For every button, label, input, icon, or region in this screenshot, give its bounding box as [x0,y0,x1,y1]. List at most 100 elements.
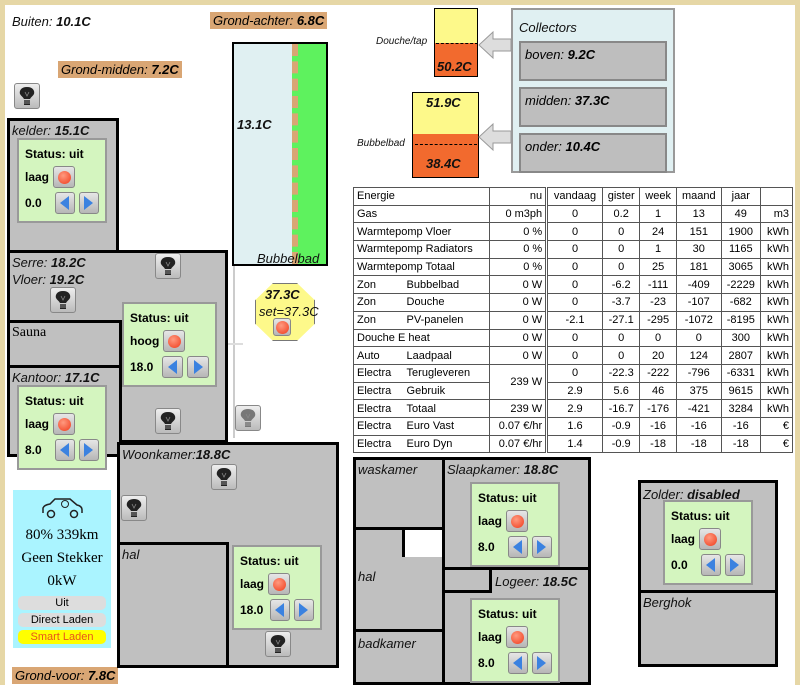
row-category: Zon [352,310,404,330]
row-now: 0 W [489,293,549,312]
thermostat-mode: laag [25,417,50,431]
row-value: 9615 [720,381,761,401]
thermostat-toggle-button[interactable] [268,573,291,595]
row-value: 2807 [720,346,761,365]
thermostat-serre: Status: uit hoog 18.0 [122,302,217,387]
berghok-label: Berghok [643,595,692,610]
increase-setpoint-button[interactable] [78,192,99,214]
row-value: -23 [639,293,677,312]
bubbelbad-temp: 37.3C [265,287,300,302]
row-value: 0 [546,222,603,242]
decrease-setpoint-button[interactable] [54,439,75,461]
row-value: -3.7 [601,293,641,312]
row-value: 13 [675,204,722,224]
lamp-button[interactable] [155,253,181,279]
thermostat-toggle-button[interactable] [506,510,529,532]
ev-off-button[interactable]: Uit [18,596,106,610]
increase-setpoint-button[interactable] [724,554,745,576]
zolder-temp: Zolder: disabled [643,487,740,502]
lamp-button[interactable] [14,83,40,109]
chevron-right-icon [299,603,309,617]
chevron-right-icon [730,558,740,572]
thermostat-mode: laag [240,577,265,591]
row-value: 0 [601,240,641,259]
row-now: 239 W [489,363,549,401]
thermostat-setpoint: 0.0 [671,558,688,572]
ev-direct-charge-button[interactable]: Direct Laden [18,613,106,627]
lamp-button[interactable] [265,631,291,657]
row-unit: kWh [759,275,794,295]
row-value: 25 [639,257,677,277]
increase-setpoint-button[interactable] [531,536,552,558]
row-value: -6331 [720,363,761,383]
bubbel-boiler-top-temp: 51.9C [426,95,461,110]
row-value: 0.2 [601,204,641,224]
bubbelbad-setpoint: set=37.3C [259,304,319,319]
decrease-setpoint-button[interactable] [507,536,528,558]
kelder-temp: kelder: 15.1C [12,123,90,138]
row-category: Electra [352,416,404,436]
row-value: -8195 [720,310,761,330]
pipe-cross [225,343,243,345]
thermostat-toggle-button[interactable] [53,413,76,435]
ground-back-temp: Grond-achter: 6.8C [210,12,328,29]
thermostat-kantoor: Status: uit laag 8.0 [17,385,107,470]
thermostat-toggle-button[interactable] [163,330,186,352]
thermostat-setpoint: 8.0 [478,656,495,670]
thermostat-toggle-button[interactable] [699,528,722,550]
slaapkamer-temp: Slaapkamer: 18.8C [447,462,559,477]
bubbelbad-boiler-label: Bubbelbad [357,138,405,149]
row-unit: kWh [759,399,794,418]
row-value: -16 [720,416,761,436]
row-value: 0 [546,293,603,312]
column-header: jaar [720,187,761,206]
decrease-setpoint-button[interactable] [507,652,528,674]
increase-setpoint-button[interactable] [187,356,209,378]
row-value: -6.2 [601,275,641,295]
increase-setpoint-button[interactable] [78,439,99,461]
waskamer-label: waskamer [358,462,418,477]
increase-setpoint-button[interactable] [293,599,314,621]
lamp-button[interactable] [50,287,76,313]
lamp-button[interactable] [121,495,147,521]
row-value: -107 [675,293,722,312]
decrease-setpoint-button[interactable] [269,599,290,621]
row-value: -409 [675,275,722,295]
decrease-setpoint-button[interactable] [54,192,75,214]
thermostat-toggle-button[interactable] [53,166,76,188]
decrease-setpoint-button[interactable] [700,554,721,576]
thermostat-setpoint: 18.0 [240,603,264,617]
row-category: Electra [352,363,404,383]
decrease-setpoint-button[interactable] [161,356,184,378]
row-value: -22.3 [601,363,641,383]
lamp-button[interactable] [155,408,181,434]
bubbelbad-toggle-button[interactable] [273,318,291,336]
column-header: week [639,187,677,206]
row-unit: kWh [759,222,794,242]
ev-panel: 80% 339km Geen Stekker 0kW Uit Direct La… [13,490,111,648]
thermostat-toggle-button[interactable] [506,626,529,648]
row-value: 0 [546,328,603,348]
bubbelbad-title: Bubbelbad [257,251,320,266]
chevron-left-icon [513,656,523,670]
lamp-button[interactable] [211,464,237,490]
collectors-title: Collectors [519,20,577,35]
ev-smart-charge-button[interactable]: Smart Laden [18,630,106,644]
serre-temp: Serre: 18.2C [12,255,86,270]
row-label: Terugleveren [403,363,491,383]
row-value: 1 [639,204,677,224]
increase-setpoint-button[interactable] [531,652,552,674]
ev-charge: 80% 339km [25,527,99,543]
collector-midden: midden: 37.3C [519,87,667,127]
status-dot-icon [272,577,286,591]
row-value: 2.9 [546,399,603,418]
chevron-left-icon [167,360,177,374]
row-label: Warmtepomp Radiators [352,240,491,259]
lamp-button[interactable] [235,405,261,431]
room-berghok: Berghok [638,590,778,667]
row-value: 151 [675,222,722,242]
row-category: Zon [352,275,404,295]
